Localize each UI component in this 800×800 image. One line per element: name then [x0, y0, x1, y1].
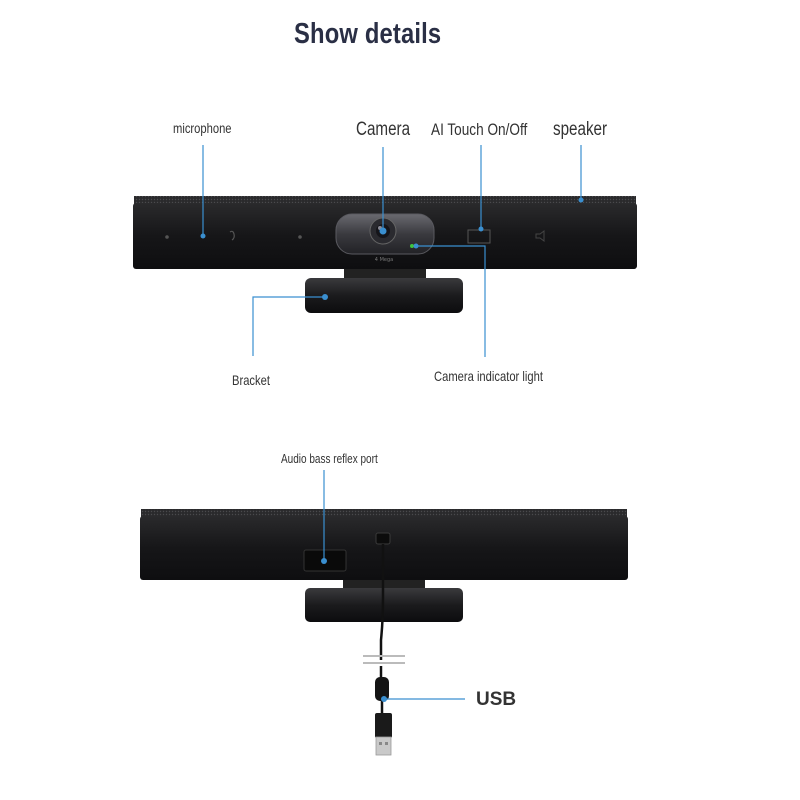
page-title: Show details: [294, 18, 442, 50]
label-speaker: speaker: [553, 119, 608, 140]
label-microphone: microphone: [173, 120, 232, 136]
back-callout-dots: [321, 558, 387, 702]
label-ai-touch: AI Touch On/Off: [431, 120, 528, 139]
mic-hole-left: [165, 235, 169, 239]
usb-plug-metal: [375, 736, 392, 756]
front-callout-dots: [200, 197, 584, 300]
back-view: [140, 509, 628, 756]
usb-plug-housing: [375, 713, 392, 738]
label-usb: USB: [476, 689, 517, 710]
front-view: 4 Mega: [133, 196, 637, 313]
callout-line-bracket: [252, 296, 325, 356]
label-camera-indicator-light: Camera indicator light: [434, 368, 543, 384]
back-top-grille: [141, 509, 627, 519]
mic-hole-right: [298, 235, 302, 239]
camera-indicator-led: [410, 244, 414, 248]
usb-cable: [379, 544, 385, 660]
label-audio-bass-reflex-port: Audio bass reflex port: [281, 452, 378, 466]
mic-symbol-icon: [229, 230, 235, 241]
speaker-mark-icon: [535, 230, 545, 242]
callout-line-indicator-light: [416, 245, 486, 357]
front-top-grille: [134, 196, 636, 206]
ferrite-bead: [375, 677, 389, 701]
label-bracket: Bracket: [232, 372, 270, 388]
svg-text:4 Mega: 4 Mega: [375, 257, 393, 263]
cable-socket: [375, 532, 391, 545]
back-callouts: [323, 470, 465, 700]
label-camera: Camera: [356, 119, 411, 140]
front-bracket-clamp: [305, 278, 463, 313]
front-callouts: [202, 145, 582, 357]
